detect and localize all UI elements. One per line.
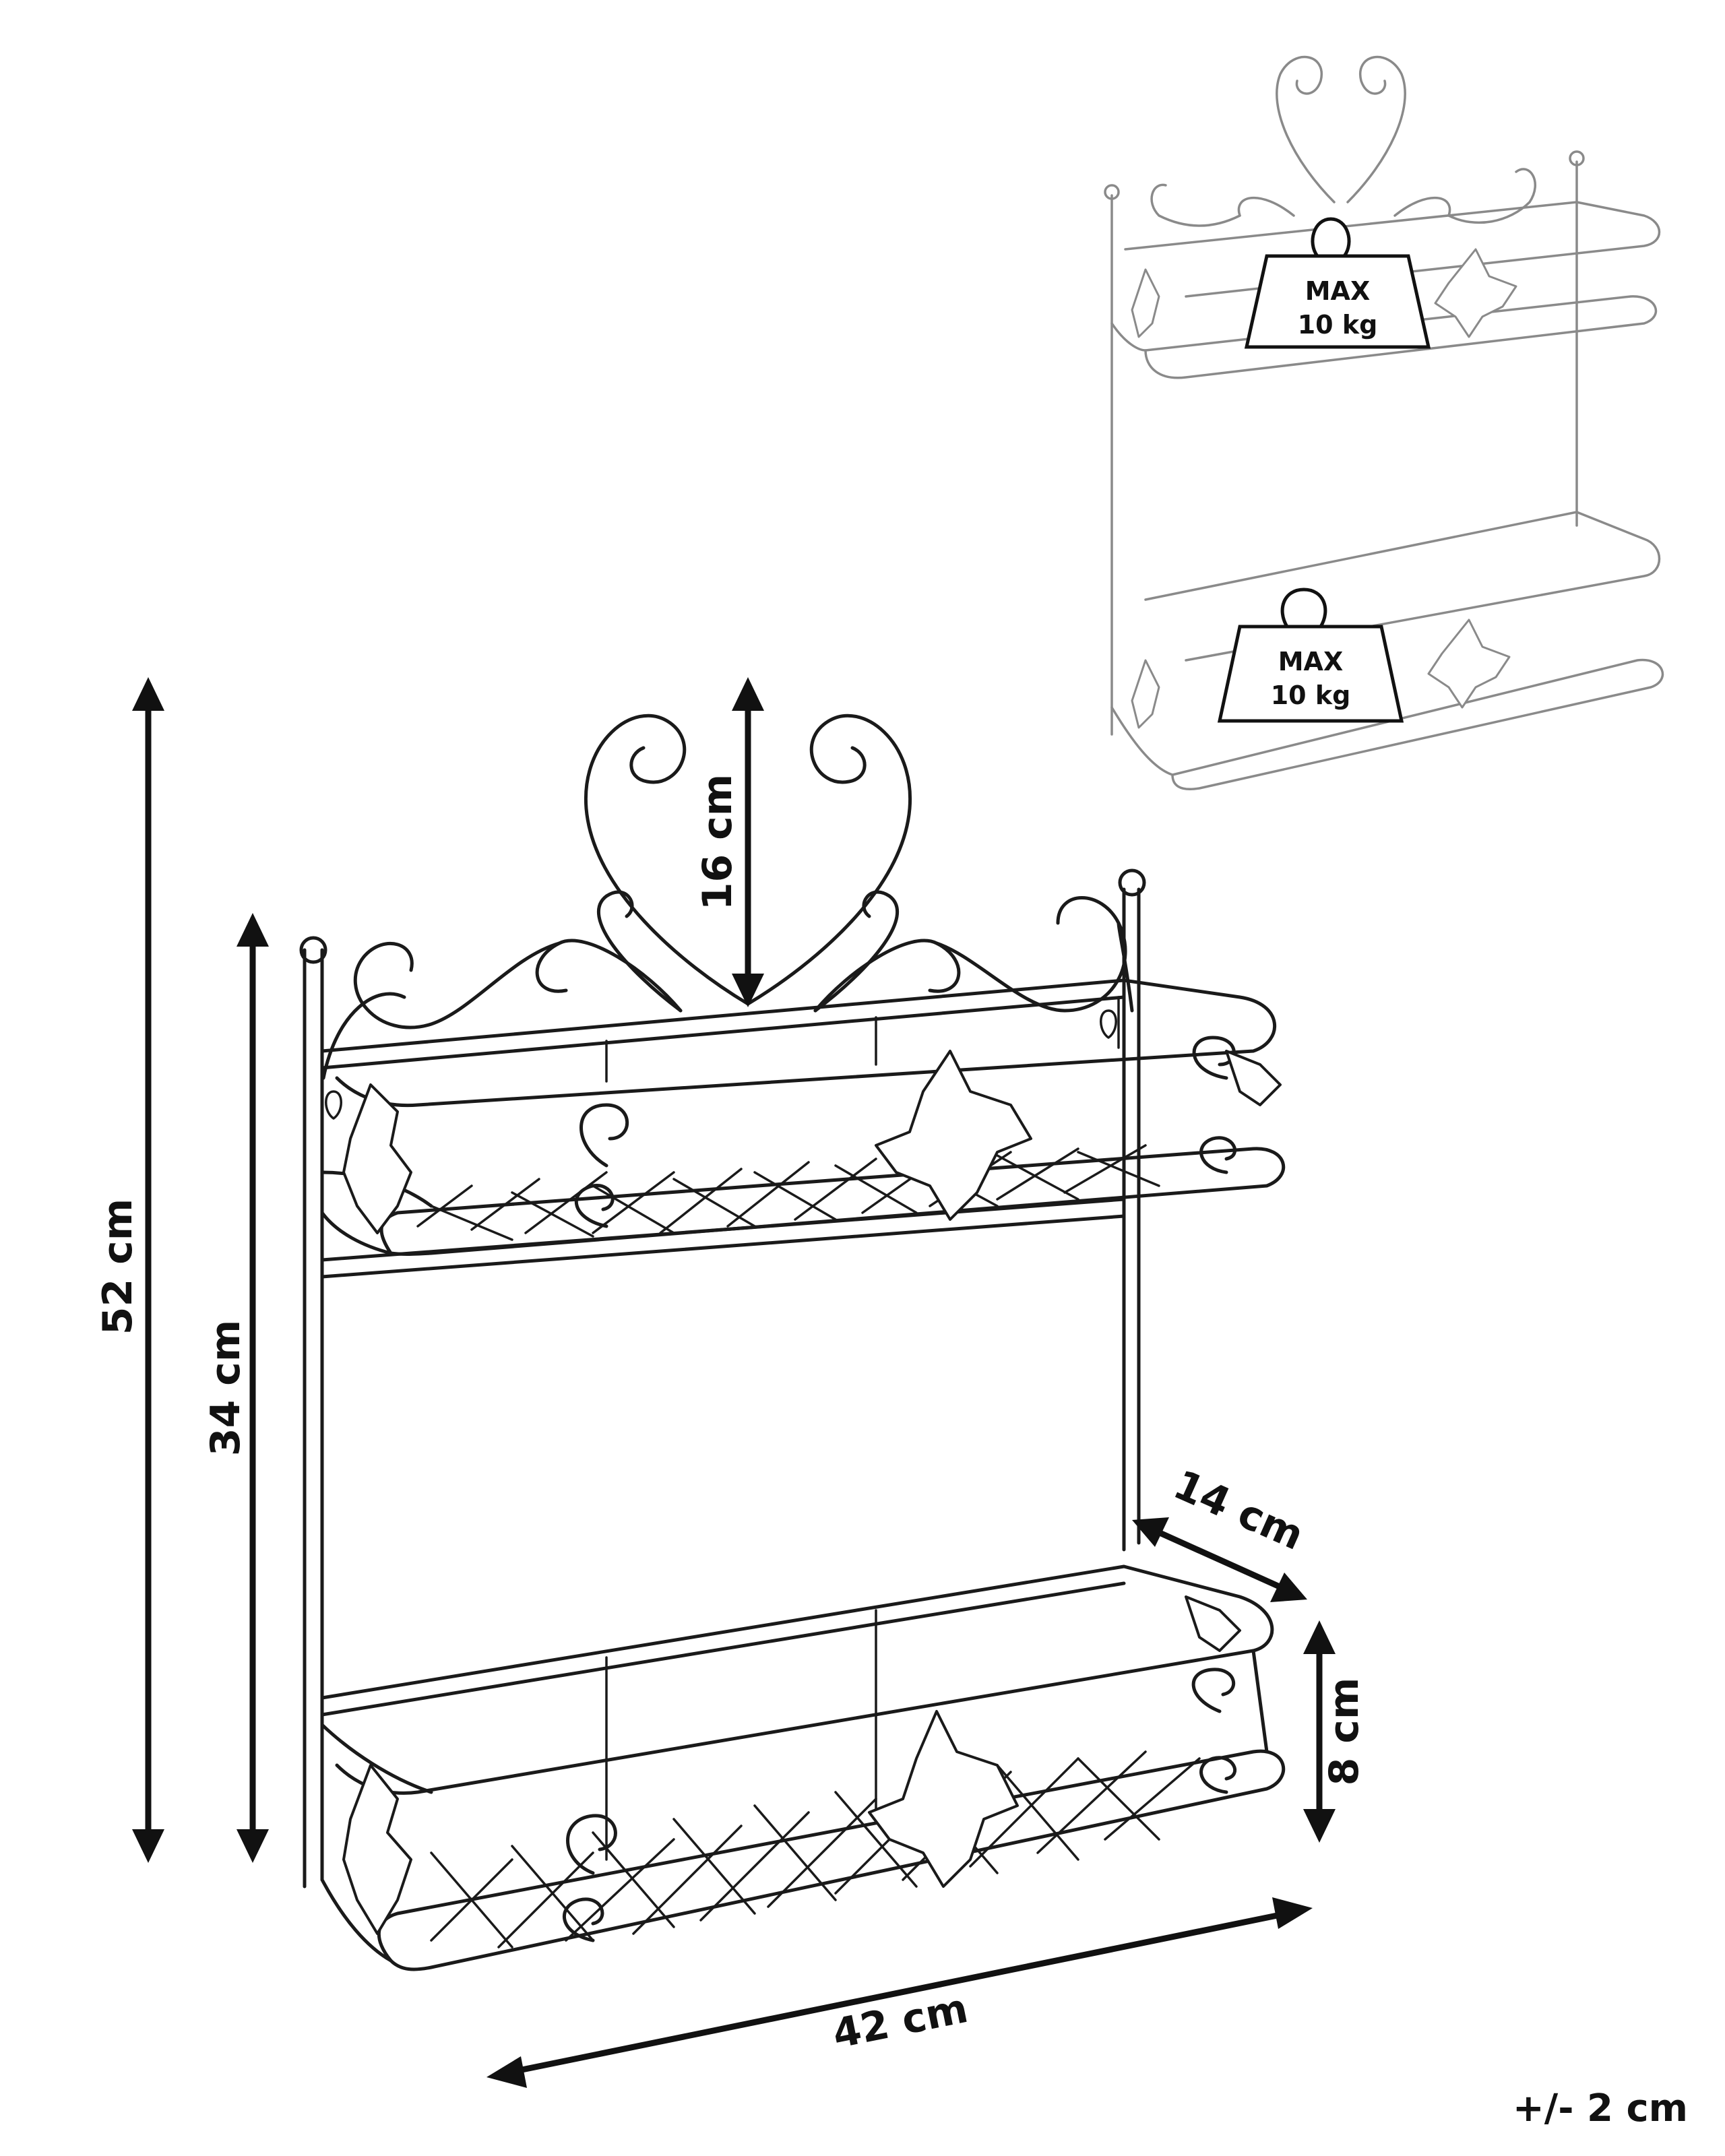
lower-shelf-max-label: MAX [1278,647,1344,676]
frame-height-label: 34 cm [202,1320,249,1456]
lower-shelf-weight: MAX 10 kg [1217,588,1404,723]
shelf-height-label: 8 cm [1321,1678,1368,1786]
left-finial [299,936,327,964]
lower-shelf-weight-value: 10 kg [1271,680,1351,710]
lower-shelf [320,1564,1286,1971]
upper-shelf-weight-value: 10 kg [1298,310,1378,340]
upper-shelf-weight: MAX 10 kg [1244,217,1431,349]
upper-shelf [320,978,1286,1256]
dimension-lines: 52 cm 34 cm 16 cm 14 cm 8 cm [94,677,1368,2088]
upper-shelf-max-label: MAX [1305,276,1371,306]
width-dimension: 42 cm [487,1897,1313,2088]
tolerance-note: +/- 2 cm [1513,2087,1688,2130]
crest-height-dimension: 16 cm [694,677,764,1007]
upper-leaf-ornaments [342,1050,1282,1234]
width-label: 42 cm [829,1985,972,2058]
shelf-height-dimension: 8 cm [1303,1620,1368,1843]
lower-leaf-ornaments [342,1595,1241,1935]
right-finial [1118,868,1146,897]
total-height-dimension: 52 cm [94,677,164,1863]
frame-height-dimension: 34 cm [202,913,269,1863]
load-capacity-view: MAX 10 kg MAX 10 kg [1104,55,1664,790]
depth-dimension: 14 cm [1132,1461,1311,1602]
total-height-label: 52 cm [94,1199,142,1335]
crest-scrolls [321,714,1134,1080]
crest-height-label: 16 cm [694,774,741,910]
shelf-illustration [299,714,1286,1971]
frame-posts [299,868,1146,1889]
